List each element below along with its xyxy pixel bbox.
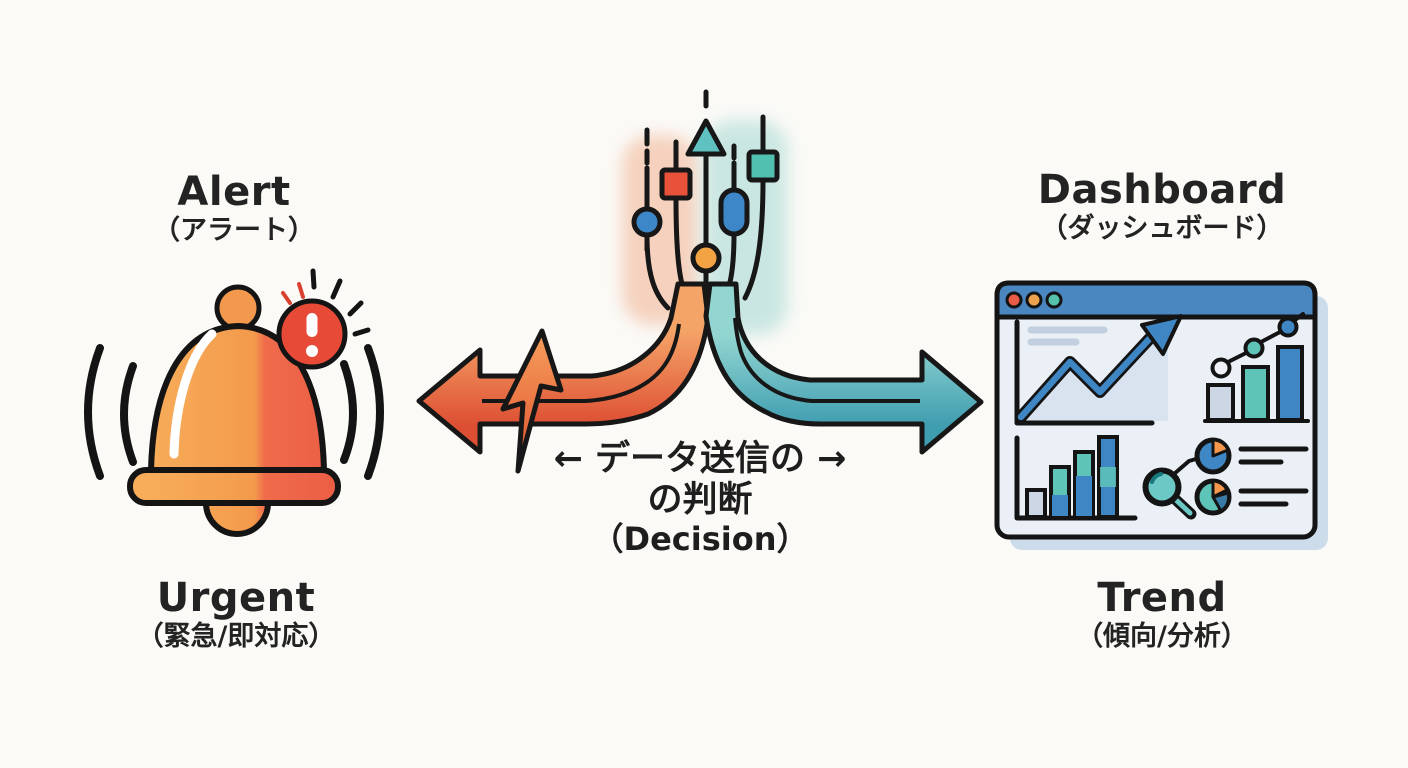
decision-line2: の判断 — [647, 480, 753, 520]
square-node-red-icon — [659, 167, 693, 201]
urgent-subtitle: （緊急/即対応） — [136, 621, 336, 652]
arrow-right-icon — [703, 281, 984, 455]
bell-highlight — [169, 329, 217, 459]
pill-node-blue-icon — [718, 187, 750, 237]
trend-label: Trend （傾向/分析） — [1076, 576, 1248, 654]
bell-icon — [84, 268, 384, 537]
sound-waves-icon — [84, 344, 384, 480]
badge-exclamation-dot — [306, 345, 318, 357]
decision-line3: （Decision） — [591, 520, 809, 559]
decision-caption: ← データ送信の → の判断 （Decision） — [553, 438, 846, 559]
arrow-right-stripe — [733, 317, 920, 403]
badge-exclamation-bar — [306, 313, 318, 337]
alert-subtitle: （アラート） — [153, 215, 315, 246]
alert-label: Alert （アラート） — [153, 170, 315, 248]
circle-node-blue-icon — [631, 206, 663, 238]
arrow-left-stripe — [482, 323, 681, 403]
lightning-arrow-left-icon — [416, 281, 711, 455]
circle-node-amber-icon — [690, 242, 722, 274]
bell-knob — [214, 284, 262, 332]
square-node-teal-icon — [746, 149, 780, 183]
dashboard-subtitle: （ダッシュボード） — [1040, 213, 1284, 244]
alert-spark-ticks — [310, 268, 371, 337]
bell-rim — [127, 467, 341, 506]
urgent-label: Urgent （緊急/即対応） — [137, 576, 336, 654]
urgent-title: Urgent — [156, 575, 316, 621]
alert-title: Alert — [177, 169, 291, 215]
bar-chart-markers-icon — [1203, 312, 1310, 423]
bell-clapper — [203, 500, 271, 537]
dashboard-label: Dashboard （ダッシュボード） — [1038, 168, 1286, 246]
magnifier-pie-icon — [1142, 437, 1309, 520]
browser-dots-icon — [1005, 291, 1063, 309]
trend-line-chart-icon — [1014, 314, 1183, 426]
trend-subtitle: （傾向/分析） — [1076, 621, 1248, 652]
data-stream-icon — [416, 89, 984, 474]
card-titlebar — [994, 280, 1318, 320]
alert-spark-ticks-red — [281, 282, 305, 305]
lightning-bolt-icon — [500, 328, 564, 474]
bar-chart-icon — [1014, 435, 1138, 521]
stream-lines — [644, 89, 766, 311]
dashboard-title: Dashboard — [1037, 167, 1287, 213]
dashboard-window-icon — [994, 280, 1328, 550]
triangle-node-icon — [685, 118, 727, 157]
trend-title: Trend — [1097, 575, 1227, 621]
decision-line1: ← データ送信の → — [553, 439, 847, 479]
